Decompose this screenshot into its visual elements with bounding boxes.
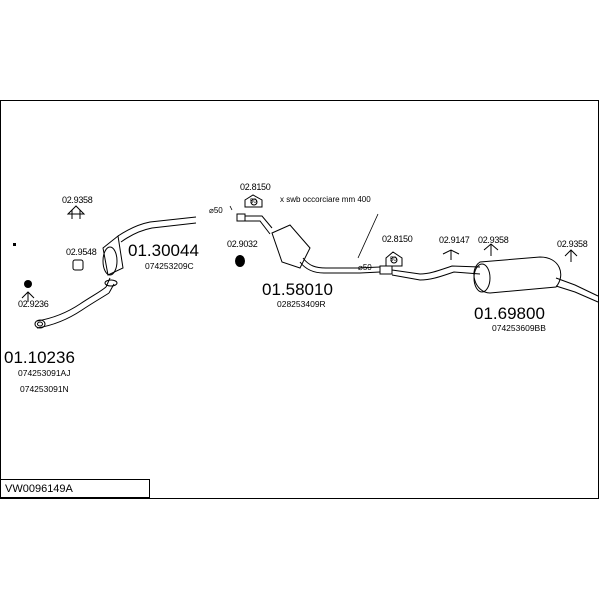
oe-ref-catalyst: 074253209C [145, 261, 194, 271]
oe-ref-rear-silencer: 074253609BB [492, 323, 546, 333]
diameter-note-2: ⌀50 [358, 263, 372, 272]
part-number-catalyst: 01.30044 [128, 241, 199, 260]
clamp-size-1: 50 [250, 199, 257, 205]
hanger-drawings [21, 194, 578, 302]
rear-silencer-drawing [391, 256, 599, 303]
fitting-ref-5: 02.9032 [227, 239, 258, 249]
diameter-note-1: ⌀50 [209, 206, 223, 215]
diagram-frame [0, 100, 599, 499]
fitting-ref-2: 02.9548 [66, 247, 97, 257]
fitting-ref-1: 02.9358 [62, 195, 93, 205]
diagram-code: VW0096149A [0, 479, 150, 498]
fitting-ref-3: 02.9236 [18, 299, 49, 309]
part-number-front-pipe: 01.10236 [4, 348, 75, 367]
fitting-ref-4: 02.8150 [240, 182, 271, 192]
catalyst-drawing [102, 216, 197, 276]
oe-ref-middle-silencer: 028253409R [277, 299, 326, 309]
part-number-rear-silencer: 01.69800 [474, 304, 545, 323]
clamp-size-2: 50 [390, 257, 397, 263]
oe-ref-front-pipe-2: 074253091N [20, 384, 69, 394]
filled-fittings [13, 243, 245, 288]
fitting-ref-7: 02.9147 [439, 235, 470, 245]
fitting-ref-9: 02.9358 [557, 239, 588, 249]
wheelbase-note: x swb occorciare mm 400 [280, 195, 371, 204]
front-pipe-drawing [34, 277, 118, 329]
middle-silencer-drawing [236, 213, 393, 275]
part-number-middle-silencer: 01.58010 [262, 280, 333, 299]
oe-ref-front-pipe-1: 074253091AJ [18, 368, 71, 378]
fitting-ref-6: 02.8150 [382, 234, 413, 244]
fitting-ref-8: 02.9358 [478, 235, 509, 245]
